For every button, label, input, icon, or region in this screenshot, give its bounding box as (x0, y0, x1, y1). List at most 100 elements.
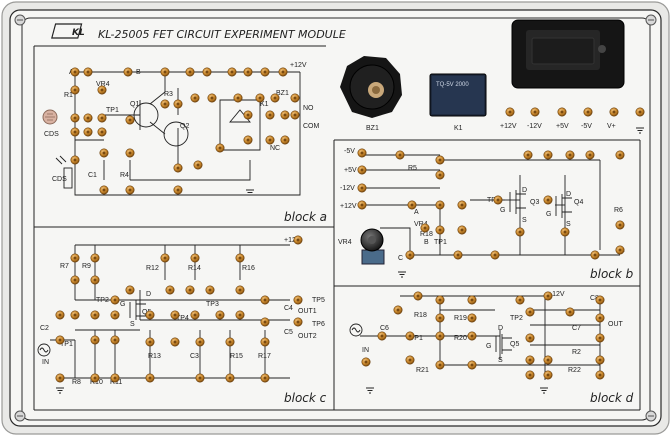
jack-terminal[interactable] (195, 337, 205, 347)
jack-terminal[interactable] (185, 67, 195, 77)
jack-terminal[interactable] (435, 331, 445, 341)
jack-terminal[interactable] (125, 148, 135, 158)
jack-terminal[interactable] (97, 113, 107, 123)
jack-terminal[interactable] (467, 360, 477, 370)
jack-terminal[interactable] (110, 373, 120, 383)
jack-terminal[interactable] (97, 127, 107, 137)
jack-terminal[interactable] (457, 225, 467, 235)
jack-terminal[interactable] (90, 310, 100, 320)
potentiometer-vr4-knob[interactable] (360, 228, 385, 265)
jack-terminal[interactable] (543, 370, 553, 380)
jack-terminal[interactable] (543, 291, 553, 301)
jack-terminal[interactable] (377, 331, 387, 341)
jack-terminal[interactable] (145, 373, 155, 383)
jack-terminal[interactable] (235, 253, 245, 263)
jack-terminal[interactable] (70, 155, 80, 165)
jack-terminal[interactable] (515, 295, 525, 305)
jack-terminal[interactable] (609, 107, 619, 117)
jack-terminal[interactable] (280, 110, 290, 120)
jack-terminal[interactable] (435, 313, 445, 323)
jack-terminal[interactable] (583, 107, 593, 117)
jack-terminal[interactable] (435, 155, 445, 165)
jack-terminal[interactable] (420, 223, 430, 233)
jack-terminal[interactable] (70, 85, 80, 95)
jack-terminal[interactable] (207, 93, 217, 103)
jack-terminal[interactable] (515, 227, 525, 237)
jack-terminal[interactable] (110, 295, 120, 305)
power-switch[interactable] (511, 19, 625, 89)
jack-terminal[interactable] (160, 67, 170, 77)
jack-terminal[interactable] (457, 200, 467, 210)
jack-terminal[interactable] (357, 200, 367, 210)
jack-terminal[interactable] (243, 110, 253, 120)
jack-terminal[interactable] (193, 160, 203, 170)
jack-terminal[interactable] (560, 227, 570, 237)
jack-terminal[interactable] (225, 373, 235, 383)
jack-terminal[interactable] (90, 275, 100, 285)
jack-terminal[interactable] (185, 285, 195, 295)
jack-terminal[interactable] (243, 67, 253, 77)
jack-terminal[interactable] (525, 370, 535, 380)
jack-terminal[interactable] (590, 250, 600, 260)
jack-terminal[interactable] (202, 67, 212, 77)
jack-terminal[interactable] (357, 165, 367, 175)
jack-terminal[interactable] (83, 127, 93, 137)
jack-terminal[interactable] (290, 110, 300, 120)
jack-terminal[interactable] (190, 310, 200, 320)
jack-terminal[interactable] (227, 67, 237, 77)
jack-terminal[interactable] (55, 373, 65, 383)
jack-terminal[interactable] (99, 185, 109, 195)
jack-terminal[interactable] (467, 331, 477, 341)
jack-terminal[interactable] (260, 337, 270, 347)
jack-terminal[interactable] (145, 310, 155, 320)
jack-terminal[interactable] (357, 148, 367, 158)
jack-terminal[interactable] (615, 150, 625, 160)
jack-terminal[interactable] (565, 307, 575, 317)
jack-terminal[interactable] (160, 99, 170, 109)
jack-terminal[interactable] (595, 295, 605, 305)
jack-terminal[interactable] (205, 285, 215, 295)
jack-terminal[interactable] (173, 185, 183, 195)
jack-terminal[interactable] (543, 355, 553, 365)
jack-terminal[interactable] (405, 355, 415, 365)
jack-terminal[interactable] (565, 150, 575, 160)
jack-terminal[interactable] (595, 333, 605, 343)
jack-terminal[interactable] (467, 295, 477, 305)
jack-terminal[interactable] (270, 93, 280, 103)
jack-terminal[interactable] (55, 310, 65, 320)
jack-terminal[interactable] (435, 225, 445, 235)
jack-terminal[interactable] (173, 99, 183, 109)
jack-terminal[interactable] (145, 337, 155, 347)
jack-terminal[interactable] (70, 127, 80, 137)
jack-terminal[interactable] (260, 295, 270, 305)
jack-terminal[interactable] (70, 253, 80, 263)
jack-terminal[interactable] (233, 93, 243, 103)
jack-terminal[interactable] (435, 295, 445, 305)
jack-terminal[interactable] (393, 305, 403, 315)
jack-terminal[interactable] (361, 357, 371, 367)
jack-terminal[interactable] (490, 250, 500, 260)
jack-terminal[interactable] (173, 163, 183, 173)
jack-terminal[interactable] (125, 185, 135, 195)
jack-terminal[interactable] (543, 150, 553, 160)
jack-terminal[interactable] (97, 85, 107, 95)
jack-terminal[interactable] (543, 195, 553, 205)
jack-terminal[interactable] (255, 93, 265, 103)
jack-terminal[interactable] (493, 195, 503, 205)
jack-terminal[interactable] (525, 333, 535, 343)
jack-terminal[interactable] (435, 360, 445, 370)
jack-terminal[interactable] (160, 253, 170, 263)
jack-terminal[interactable] (293, 235, 303, 245)
jack-terminal[interactable] (99, 148, 109, 158)
jack-terminal[interactable] (215, 143, 225, 153)
jack-terminal[interactable] (215, 310, 225, 320)
jack-terminal[interactable] (595, 355, 605, 365)
jack-terminal[interactable] (557, 107, 567, 117)
jack-terminal[interactable] (523, 150, 533, 160)
jack-terminal[interactable] (407, 200, 417, 210)
jack-terminal[interactable] (235, 310, 245, 320)
jack-terminal[interactable] (265, 135, 275, 145)
jack-terminal[interactable] (595, 370, 605, 380)
jack-terminal[interactable] (90, 373, 100, 383)
jack-terminal[interactable] (190, 253, 200, 263)
